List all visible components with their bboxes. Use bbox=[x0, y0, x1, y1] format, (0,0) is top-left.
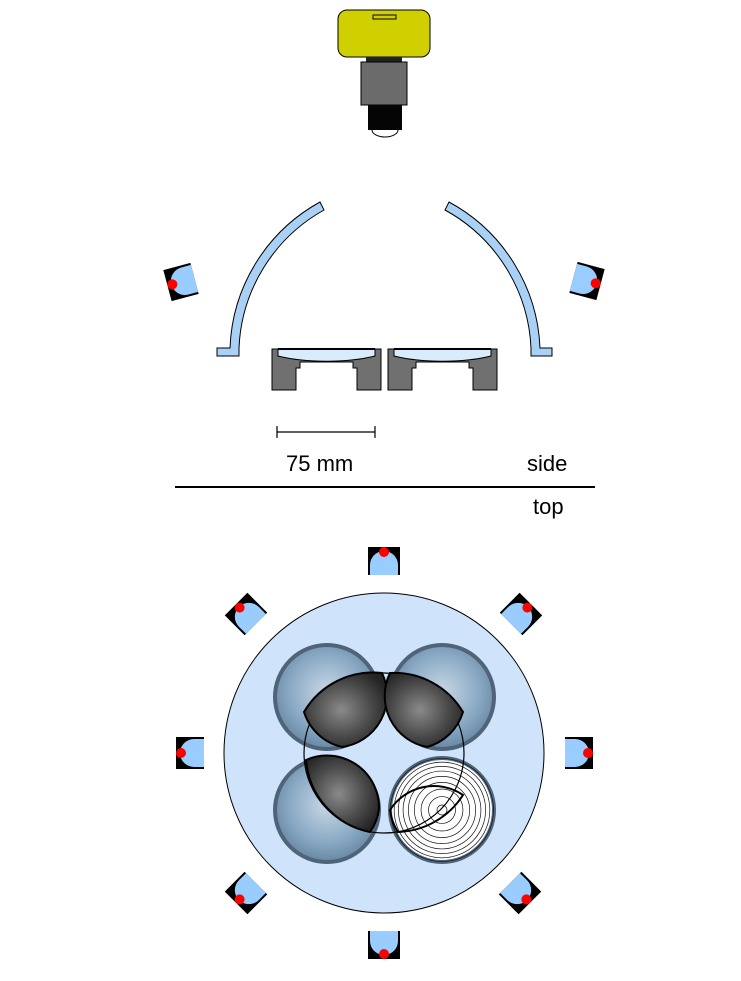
dish-holder-right bbox=[387, 348, 498, 391]
led-unit-icon bbox=[498, 871, 542, 915]
scale-label: 75 mm bbox=[286, 451, 354, 476]
camera-lens-tip bbox=[371, 129, 399, 138]
camera-body bbox=[337, 9, 431, 58]
fresnel-ring bbox=[428, 796, 456, 824]
scale-bar bbox=[276, 426, 376, 438]
led-unit-icon bbox=[224, 871, 268, 915]
camera-housing bbox=[360, 61, 408, 106]
camera-mount bbox=[366, 57, 402, 63]
led-unit-icon bbox=[176, 737, 204, 769]
field-of-view bbox=[303, 672, 465, 834]
fresnel-ring bbox=[408, 776, 476, 844]
led-unit-icon bbox=[224, 592, 268, 636]
fresnel-ring bbox=[398, 766, 486, 854]
reflector-right bbox=[444, 201, 553, 357]
fresnel-ring bbox=[420, 788, 464, 832]
overlap-top-left bbox=[302, 671, 389, 749]
led-unit-icon bbox=[163, 262, 199, 302]
camera-icon bbox=[337, 9, 431, 138]
overlap-top-right bbox=[383, 671, 465, 749]
reflector-left bbox=[216, 201, 325, 357]
camera-top-slot bbox=[372, 14, 397, 20]
overlap-bottom-left bbox=[304, 754, 381, 834]
led-unit-icon bbox=[499, 592, 543, 636]
fresnel-ring bbox=[393, 761, 491, 859]
led-unit-icon bbox=[368, 547, 400, 575]
chamber-outline bbox=[223, 592, 545, 914]
overlap-bottom-right bbox=[388, 785, 465, 834]
fresnel-ring bbox=[436, 804, 448, 816]
led-unit-icon bbox=[368, 931, 400, 959]
led-unit-icon bbox=[565, 737, 593, 769]
dish-holder-left bbox=[271, 348, 382, 391]
fresnel-ring bbox=[413, 781, 471, 839]
fresnel-ring bbox=[402, 770, 482, 850]
side-view-label: side bbox=[527, 451, 568, 476]
led-unit-icon bbox=[569, 261, 605, 301]
camera-lens bbox=[368, 105, 402, 130]
top-view-label: top bbox=[533, 494, 564, 519]
